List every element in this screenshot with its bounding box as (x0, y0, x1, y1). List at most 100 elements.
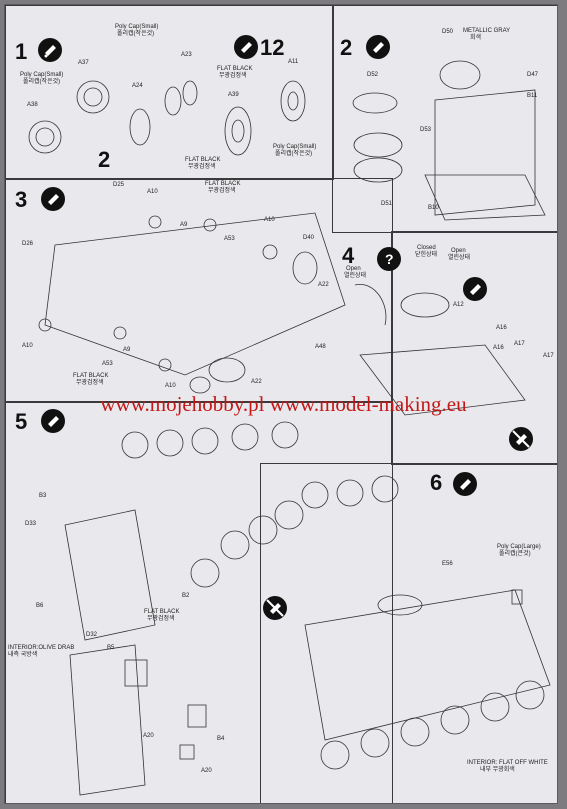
label-part: B11 (527, 93, 538, 99)
step-number-12: 12 (260, 35, 285, 60)
label-state-kr: 닫힌상태 (415, 252, 438, 258)
label-part: A37 (78, 60, 89, 66)
cement-icon (366, 35, 390, 59)
label-part: D51 (381, 201, 393, 207)
label-poly-cap: Poly Cap(Large) (497, 544, 541, 550)
label-poly-cap-kr: 폴리캡(큰것) (499, 551, 531, 557)
label-part: A10 (22, 343, 33, 349)
step-number-1: 1 (15, 39, 28, 64)
label-color-kr: 회색 (470, 35, 482, 41)
label-color-kr: 내측 국방색 (8, 652, 38, 658)
label-part: B5 (107, 645, 115, 651)
label-part: D53 (420, 127, 432, 133)
label-part: A38 (27, 102, 38, 108)
label-color-kr: 무광검정색 (147, 616, 175, 622)
label-part: A17 (543, 353, 554, 359)
label-color: METALLIC GRAY (463, 28, 511, 34)
label-part: A9 (123, 347, 131, 353)
panel-step-3 (5, 178, 393, 403)
label-color-kr: 무광검정색 (188, 164, 216, 170)
label-color: FLAT BLACK (217, 66, 253, 72)
label-part: D52 (367, 72, 379, 78)
label-color-kr: 무광검정색 (76, 380, 104, 386)
label-part: A39 (228, 92, 239, 98)
cement-icon (463, 277, 487, 301)
label-part: A10 (147, 189, 158, 195)
step-number-5: 5 (15, 409, 28, 434)
label-poly-cap: Poly Cap(Small) (20, 72, 64, 78)
label-state: Open (451, 248, 466, 254)
label-color-kr: 무광검정색 (219, 73, 247, 79)
cement-icon (38, 38, 62, 62)
label-part: A48 (315, 344, 326, 350)
label-part: A53 (102, 361, 113, 367)
label-part: D40 (303, 235, 315, 241)
label-color: FLAT BLACK (185, 157, 221, 163)
label-part: B2 (182, 593, 190, 599)
label-part: A16 (496, 325, 507, 331)
label-part: D26 (22, 241, 34, 247)
label-part: A10 (264, 217, 275, 223)
label-part: A12 (453, 302, 464, 308)
label-part: A16 (493, 345, 504, 351)
label-part: A24 (132, 83, 143, 89)
label-part: D50 (442, 29, 454, 35)
label-part: D25 (113, 182, 125, 188)
label-part: E56 (442, 561, 453, 567)
label-part: A20 (143, 733, 154, 739)
svg-text:?: ? (385, 251, 394, 267)
cement-icon (234, 35, 258, 59)
label-poly-cap: Poly Cap(Small) (273, 144, 317, 150)
panel-step-1 (5, 5, 334, 180)
label-part: A9 (180, 222, 188, 228)
cement-icon (453, 472, 477, 496)
step-number-2: 2 (340, 35, 353, 60)
label-color: FLAT BLACK (205, 181, 241, 187)
label-part: A17 (514, 341, 525, 347)
step-number-4: 4 (342, 243, 355, 268)
label-color-kr: 내부 무광회색 (480, 767, 515, 773)
label-part: A20 (201, 768, 212, 774)
cement-icon (41, 409, 65, 433)
label-color: INTERIOR: FLAT OFF WHITE (467, 760, 548, 766)
panel-step-5 (5, 401, 393, 803)
label-poly-cap-kr: 폴리캡(작은것) (117, 31, 155, 37)
panel-step-2 (332, 5, 557, 233)
label-state: Open (346, 266, 361, 272)
label-part: A22 (251, 379, 262, 385)
label-part: B3 (39, 493, 47, 499)
label-poly-cap-kr: 폴리캡(작은것) (23, 79, 61, 85)
no-cement-icon (509, 427, 533, 451)
label-part: B6 (36, 603, 44, 609)
label-part: D32 (86, 632, 98, 638)
step-number-3: 3 (15, 187, 28, 212)
assembly-drawings (28, 60, 551, 796)
label-poly-cap-kr: 폴리캡(작은것) (275, 151, 313, 157)
watermark-url: www.mojehobby.pl www.model-making.eu (100, 392, 467, 416)
label-part: D47 (527, 72, 539, 78)
instruction-sheet: 1 2 12 2 3 4 5 6 ? (4, 4, 558, 804)
label-part: A11 (288, 59, 299, 65)
cement-icon (41, 187, 65, 211)
help-icon: ? (377, 247, 401, 271)
step-number-6: 6 (430, 470, 443, 495)
label-color: FLAT BLACK (73, 373, 109, 379)
panel-step-6 (260, 463, 557, 803)
no-cement-icon (263, 596, 287, 620)
label-part: A22 (318, 282, 329, 288)
label-part: B4 (217, 736, 225, 742)
panel-step-4 (391, 231, 557, 465)
label-part: A53 (224, 236, 235, 242)
label-color: INTERIOR:OLIVE DRAB (8, 645, 75, 651)
label-poly-cap: Poly Cap(Small) (115, 24, 159, 30)
label-part: A10 (165, 383, 176, 389)
label-state-kr: 열린상태 (448, 255, 471, 261)
label-color: FLAT BLACK (144, 609, 180, 615)
label-color-kr: 무광검정색 (208, 188, 236, 194)
label-state: Closed (417, 245, 436, 251)
label-state-kr: 열린상태 (344, 273, 367, 279)
label-part: A23 (181, 52, 192, 58)
label-part: B10 (428, 205, 439, 211)
step-number-2b: 2 (98, 147, 111, 172)
label-part: D33 (25, 521, 37, 527)
